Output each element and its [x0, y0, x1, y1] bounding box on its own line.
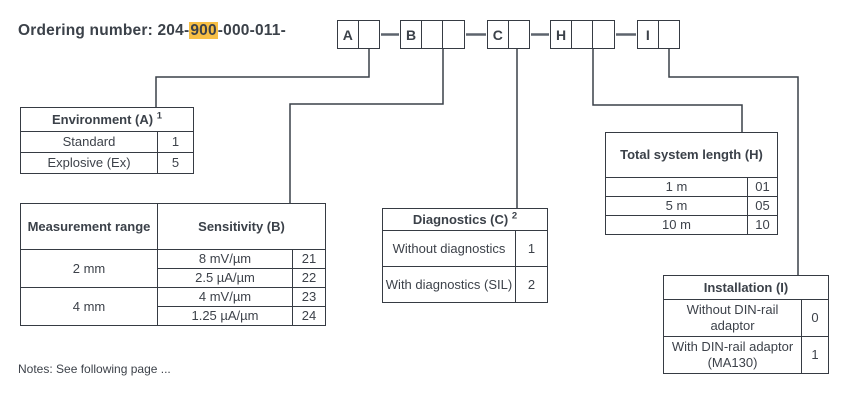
option-label: 4 mV/µm	[157, 287, 293, 307]
code-box-group-i: I	[637, 20, 680, 49]
option-label: 8 mV/µm	[157, 249, 293, 269]
code-box-empty-cell	[422, 21, 443, 48]
option-label: Without DIN-rail adaptor	[663, 299, 802, 337]
code-box-group-h: H	[550, 20, 615, 49]
diagnostics-header-footnote: 2	[511, 210, 518, 222]
code-box-letter-i: I	[638, 21, 659, 48]
environment-table: Environment (A) 1 Standard 1 Explosive (…	[19, 107, 195, 174]
table-row: 2 mm 8 mV/µm 21	[20, 249, 326, 288]
ordering-number-highlight: 900	[189, 22, 218, 39]
table-row: 10 m 10	[605, 215, 778, 235]
table-row: 1.25 µA/µm 24	[21, 306, 326, 326]
table-row: With diagnostics (SIL) 2	[382, 266, 549, 303]
option-code: 1	[156, 131, 195, 153]
notes-text: Notes: See following page ...	[18, 362, 171, 376]
option-code: 1	[514, 230, 549, 267]
table-row: Explosive (Ex) 5	[20, 152, 195, 174]
option-code: 0	[801, 299, 829, 337]
table-row: 2.5 µA/µm 22	[21, 268, 326, 288]
code-box-empty-cell	[359, 21, 379, 48]
code-box-group-c: C	[487, 20, 530, 49]
diagnostics-table-header: Diagnostics (C) 2	[381, 208, 549, 231]
table-row: 1 m 01	[605, 177, 778, 197]
code-box-letter-a: A	[338, 21, 359, 48]
option-code: 23	[292, 287, 326, 307]
option-label: 5 m	[605, 196, 748, 216]
ordering-number-part2: -000-011-	[217, 22, 286, 39]
table-row: 4 mm 4 mV/µm 23	[20, 287, 326, 326]
code-box-group-a: A	[337, 20, 380, 49]
ordering-number-title: Ordering number: 204-900-000-011-	[18, 22, 286, 40]
installation-table-header: Installation (I)	[663, 275, 829, 300]
measurement-range-value: 4 mm	[20, 287, 158, 326]
table-row: With DIN-rail adaptor (MA130) 1	[663, 336, 829, 374]
option-code: 22	[292, 268, 326, 288]
table-row: Standard 1	[20, 131, 195, 153]
option-label: Without diagnostics	[382, 230, 516, 267]
code-box-empty-cell	[572, 21, 593, 48]
option-code: 01	[747, 177, 778, 197]
option-code: 21	[292, 249, 326, 269]
total-system-length-table: Total system length (H) 1 m 01 5 m 05 10…	[605, 132, 778, 235]
option-label: With diagnostics (SIL)	[382, 266, 516, 303]
ordering-number-value: 204-900-000-011-	[157, 22, 286, 39]
code-box-group-b: B	[400, 20, 465, 49]
code-box-letter-c: C	[488, 21, 509, 48]
environment-header-footnote: 1	[156, 110, 163, 122]
option-code: 05	[747, 196, 778, 216]
option-label: 1 m	[605, 177, 748, 197]
option-code: 24	[292, 306, 326, 326]
option-label: 1.25 µA/µm	[157, 306, 293, 326]
table-row: 5 m 05	[605, 196, 778, 216]
code-box-empty-cell	[443, 21, 464, 48]
diagnostics-header-text: Diagnostics (C)	[412, 211, 509, 227]
option-code: 2	[514, 266, 549, 303]
option-label: 10 m	[605, 215, 748, 235]
table-row: Without diagnostics 1	[382, 230, 549, 267]
option-code: 1	[801, 336, 829, 374]
measurement-range-value: 2 mm	[20, 249, 158, 288]
code-box-empty-cell	[593, 21, 614, 48]
table-row: Without DIN-rail adaptor 0	[663, 299, 829, 337]
option-label: Standard	[20, 131, 158, 153]
total-system-length-header: Total system length (H)	[605, 132, 778, 178]
option-code: 5	[156, 152, 195, 174]
installation-table: Installation (I) Without DIN-rail adapto…	[663, 275, 829, 374]
environment-header-text: Environment (A)	[51, 111, 154, 127]
sensitivity-header: Sensitivity (B)	[157, 203, 326, 250]
environment-table-header: Environment (A) 1	[19, 107, 195, 132]
code-box-empty-cell	[509, 21, 529, 48]
option-label: With DIN-rail adaptor (MA130)	[663, 336, 802, 374]
diagnostics-table: Diagnostics (C) 2 Without diagnostics 1 …	[381, 208, 549, 303]
sensitivity-table: Measurement range Sensitivity (B) 2 mm 8…	[20, 203, 326, 326]
ordering-number-label: Ordering number:	[18, 22, 153, 39]
code-box-letter-h: H	[551, 21, 572, 48]
option-code: 10	[747, 215, 778, 235]
option-label: Explosive (Ex)	[20, 152, 158, 174]
code-box-letter-b: B	[401, 21, 422, 48]
ordering-number-part1: 204-	[157, 22, 190, 39]
measurement-range-header: Measurement range	[20, 203, 158, 250]
code-box-empty-cell	[659, 21, 679, 48]
option-label: 2.5 µA/µm	[157, 268, 293, 288]
